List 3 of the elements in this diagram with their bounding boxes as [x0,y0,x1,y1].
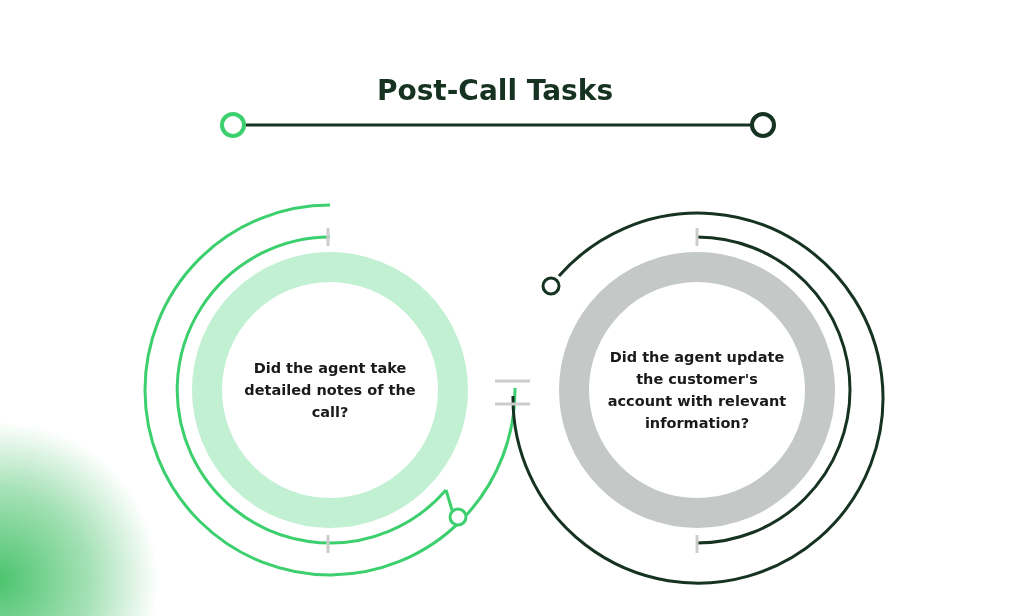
question-text: Did the agent update the customer's account with relevant information? [606,348,788,433]
title: Post-Call Tasks [375,74,615,107]
question-text: Did the agent take detailed notes of the call? [243,359,417,422]
